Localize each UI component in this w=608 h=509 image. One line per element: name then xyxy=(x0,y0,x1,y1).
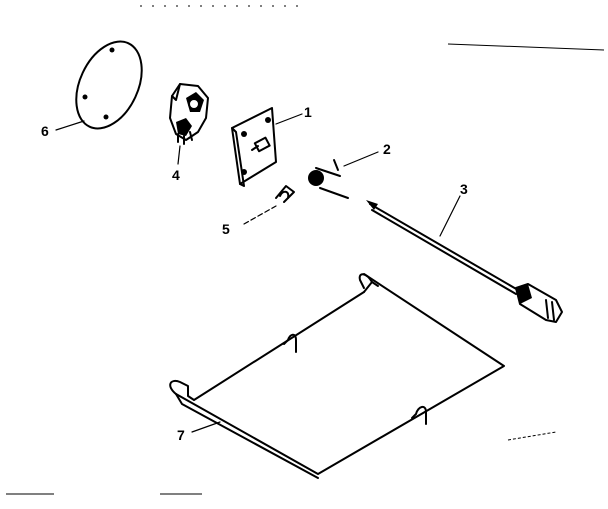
part-7-panel xyxy=(169,273,505,479)
callout-7-label: 7 xyxy=(177,427,185,443)
callout-2-label: 2 xyxy=(383,141,391,157)
part-3-rod xyxy=(366,200,563,323)
callout-2: 2 xyxy=(343,141,391,167)
scan-marks xyxy=(6,5,605,495)
part-1-bracket-plate xyxy=(231,107,277,187)
callout-5-label: 5 xyxy=(222,221,230,237)
callout-4-label: 4 xyxy=(172,167,180,183)
part-4-motor xyxy=(169,83,209,145)
callout-4: 4 xyxy=(172,145,181,183)
part-2-bushing xyxy=(308,159,349,199)
callout-5: 5 xyxy=(222,205,277,237)
part-6-cover-plate xyxy=(75,40,143,130)
callout-3-label: 3 xyxy=(460,181,468,197)
callout-3: 3 xyxy=(439,181,468,237)
callout-7: 7 xyxy=(177,421,221,443)
callout-6: 6 xyxy=(41,120,85,139)
callout-1-label: 1 xyxy=(304,104,312,120)
part-5-clip xyxy=(275,185,295,203)
callout-6-label: 6 xyxy=(41,123,49,139)
callout-1: 1 xyxy=(275,104,312,125)
